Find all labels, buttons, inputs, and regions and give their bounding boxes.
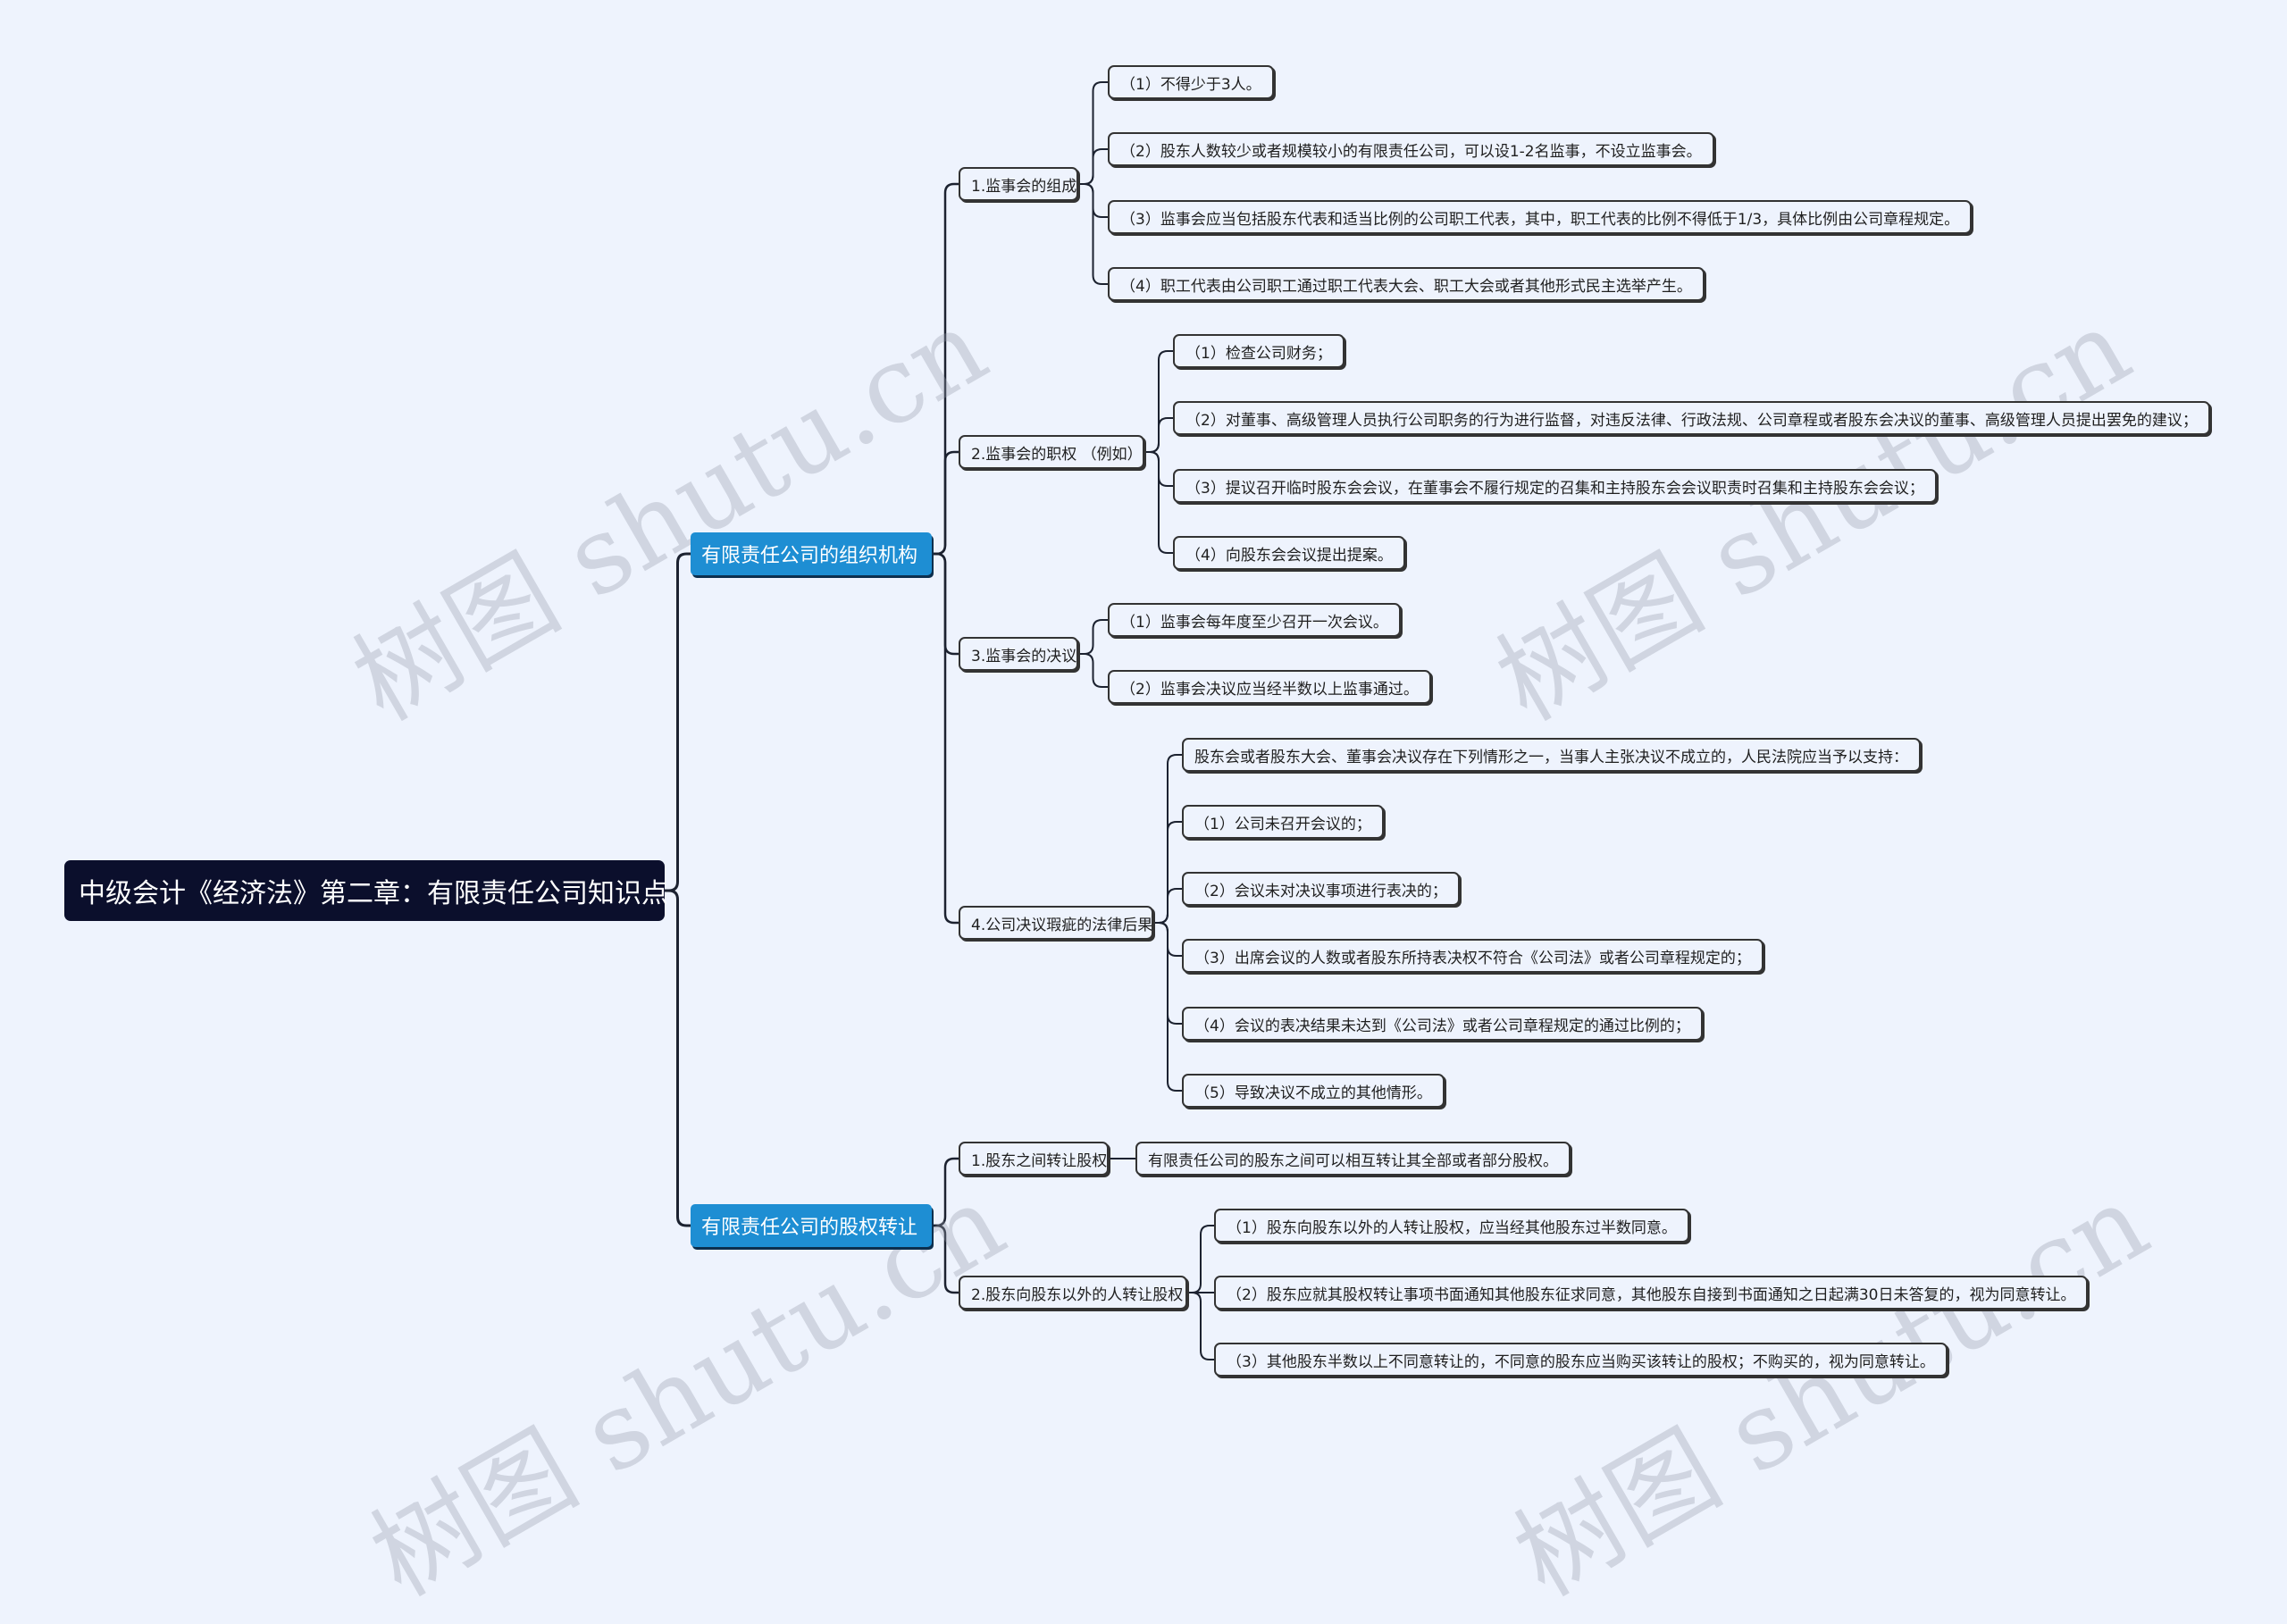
connector-line [1078, 619, 1108, 655]
leaf-node[interactable]: （5）导致决议不成立的其他情形。 [1182, 1074, 1445, 1108]
leaf-node[interactable]: （1）监事会每年度至少召开一次会议。 [1108, 603, 1401, 637]
leaf-node[interactable]: （4）向股东会会议提出提案。 [1173, 536, 1405, 570]
connector-line [932, 552, 959, 925]
connector-line [665, 889, 691, 1227]
branch-topic-organization[interactable]: 有限责任公司的组织机构 [691, 532, 932, 575]
leaf-node[interactable]: （2）监事会决议应当经半数以上监事通过。 [1108, 670, 1431, 704]
subtopic-supervisory-resolutions[interactable]: 3.监事会的决议 [959, 637, 1078, 671]
connector-line [1078, 653, 1108, 688]
leaf-node[interactable]: （1）不得少于3人。 [1108, 65, 1274, 99]
leaf-node[interactable]: （1）检查公司财务； [1173, 334, 1345, 368]
connector-line [1078, 183, 1108, 285]
leaf-node[interactable]: （2）会议未对决议事项进行表决的； [1182, 872, 1460, 906]
root-topic[interactable]: 中级会计《经济法》第二章：有限责任公司知识点 [64, 860, 668, 921]
leaf-node[interactable]: 股东会或者股东大会、董事会决议存在下列情形之一，当事人主张决议不成立的，人民法院… [1182, 738, 1921, 772]
subtopic-transfer-between-shareholders[interactable]: 1.股东之间转让股权 [959, 1142, 1109, 1176]
connector-line [932, 1224, 959, 1294]
connector-line [1187, 1292, 1214, 1360]
leaf-node[interactable]: 有限责任公司的股东之间可以相互转让其全部或者部分股权。 [1135, 1142, 1571, 1176]
leaf-node[interactable]: （4）职工代表由公司职工通过职工代表大会、职工大会或者其他形式民主选举产生。 [1108, 267, 1705, 301]
connector-line [932, 1157, 959, 1227]
leaf-node[interactable]: （1）公司未召开会议的； [1182, 805, 1384, 839]
connector-line [665, 552, 691, 892]
connector-line [1153, 922, 1182, 1092]
leaf-node[interactable]: （2）股东应就其股权转让事项书面通知其他股东征求同意，其他股东自接到书面通知之日… [1214, 1276, 2089, 1310]
leaf-node[interactable]: （3）监事会应当包括股东代表和适当比例的公司职工代表，其中，职工代表的比例不得低… [1108, 200, 1973, 234]
subtopic-transfer-to-outsiders[interactable]: 2.股东向股东以外的人转让股权 [959, 1276, 1187, 1310]
connector-line [932, 450, 959, 556]
leaf-node[interactable]: （4）会议的表决结果未达到《公司法》或者公司章程规定的通过比例的； [1182, 1007, 1703, 1041]
leaf-node[interactable]: （1）股东向股东以外的人转让股权，应当经其他股东过半数同意。 [1214, 1209, 1689, 1243]
leaf-node[interactable]: （2）股东人数较少或者规模较小的有限责任公司，可以设1-2名监事，不设立监事会。 [1108, 132, 1714, 166]
subtopic-supervisory-composition[interactable]: 1.监事会的组成 [959, 167, 1078, 201]
connector-line [1078, 148, 1108, 185]
leaf-node[interactable]: （3）提议召开临时股东会会议，在董事会不履行规定的召集和主持股东会会议职责时召集… [1173, 469, 1937, 503]
subtopic-resolution-defects[interactable]: 4.公司决议瑕疵的法律后果 [959, 906, 1153, 940]
leaf-node[interactable]: （2）对董事、高级管理人员执行公司职务的行为进行监督，对违反法律、行政法规、公司… [1173, 401, 2210, 435]
connector-line [1187, 1225, 1214, 1293]
connector-line [1144, 451, 1173, 554]
connector-line [1153, 888, 1182, 924]
leaf-node[interactable]: （3）其他股东半数以上不同意转让的，不同意的股东应当购买该转让的股权；不购买的，… [1214, 1343, 1948, 1377]
subtopic-supervisory-powers[interactable]: 2.监事会的职权 （例如） [959, 435, 1144, 469]
mindmap-canvas: 树图 shutu.cn 树图 shutu.cn 树图 shutu.cn 树图 s… [64, 65, 2210, 1620]
leaf-node[interactable]: （3）出席会议的人数或者股东所持表决权不符合《公司法》或者公司章程规定的； [1182, 939, 1763, 973]
mindmap-connectors [665, 81, 1214, 1360]
connector-line [1144, 417, 1173, 453]
branch-topic-equity-transfer[interactable]: 有限责任公司的股权转让 [691, 1204, 932, 1247]
